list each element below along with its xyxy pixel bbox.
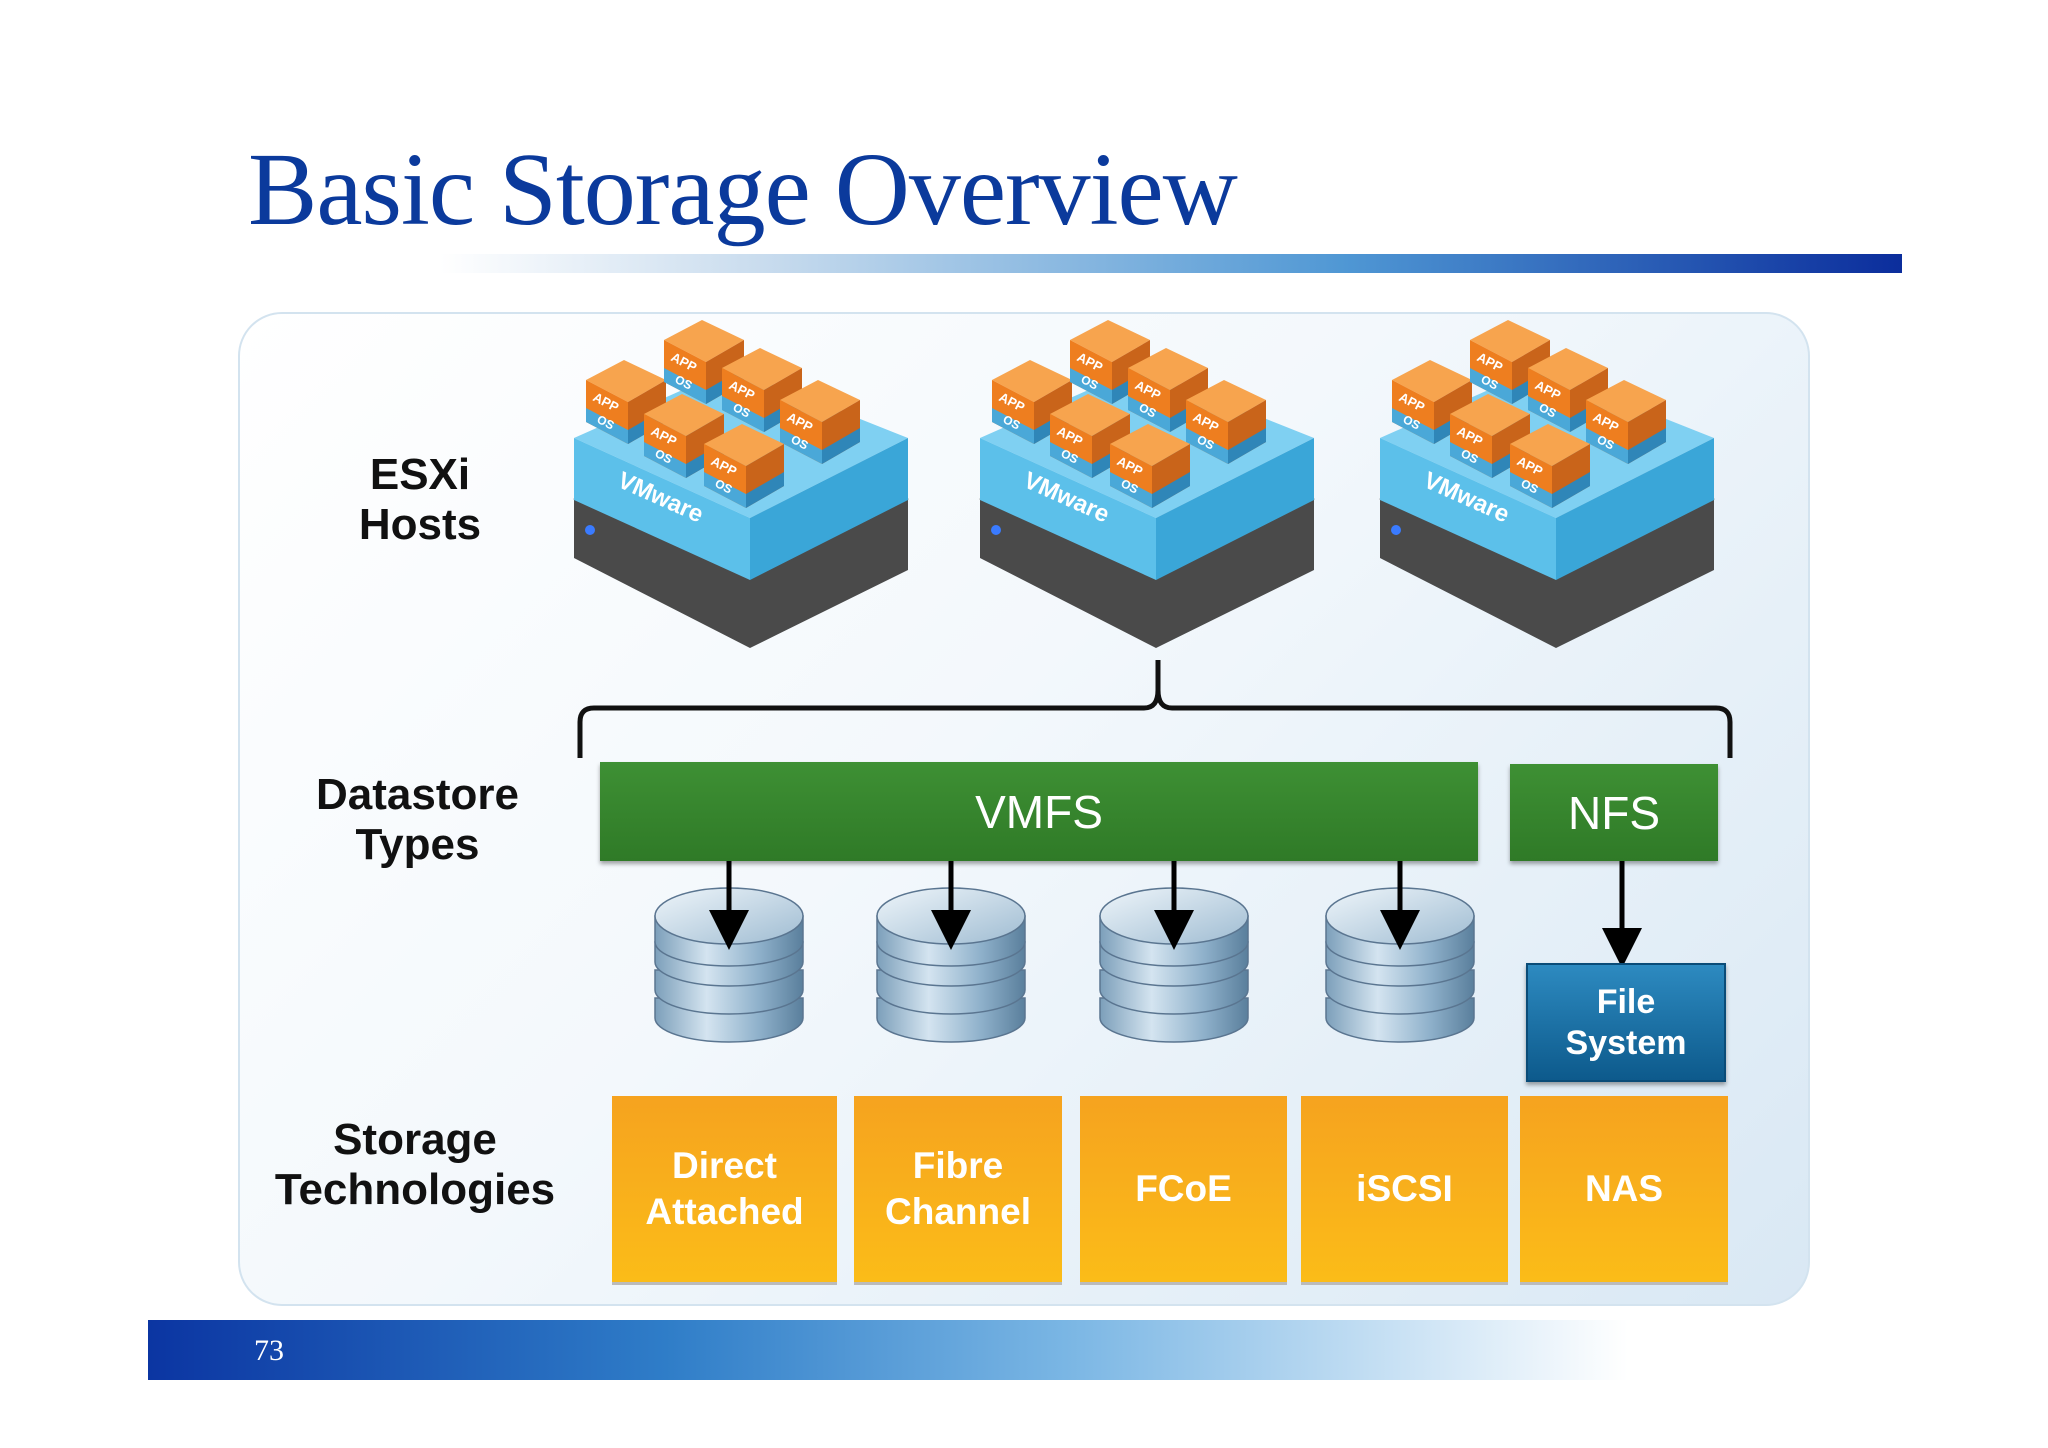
tech-direct-attached-line1: Direct	[672, 1145, 777, 1186]
datastore-label-line2: Types	[355, 820, 480, 869]
power-led-icon	[585, 525, 595, 535]
tech-fcoe: FCoE	[1080, 1096, 1287, 1285]
storage-label-line1: Storage	[333, 1115, 497, 1164]
disk-stack-icon	[876, 887, 1026, 1043]
server-chassis	[1380, 498, 1714, 648]
storage-label-line2: Technologies	[274, 1165, 556, 1214]
title-underline	[440, 254, 1902, 273]
file-system-box: File System	[1526, 963, 1726, 1082]
tech-nas: NAS	[1520, 1096, 1728, 1285]
footer-bar	[148, 1320, 1628, 1380]
tech-nas-line1: NAS	[1584, 1168, 1664, 1209]
datastore-label: Datastore Types	[290, 770, 545, 870]
tech-iscsi-line1: iSCSI	[1356, 1168, 1453, 1209]
datastore-label-line1: Datastore	[316, 770, 519, 819]
server-chassis	[574, 498, 908, 648]
hosts-label-line1: ESXi	[369, 450, 471, 499]
hosts-label-line2: Hosts	[358, 500, 482, 549]
tech-fibre-channel-line2: Channel	[885, 1191, 1031, 1232]
server-chassis	[980, 498, 1314, 648]
disk-stacks	[654, 887, 1475, 1043]
nfs-bar: NFS	[1510, 764, 1718, 861]
file-system-line1: File	[1596, 982, 1656, 1021]
slide-title: Basic Storage Overview	[248, 132, 1238, 247]
hosts-brace	[577, 660, 1733, 758]
file-system-line2: System	[1565, 1023, 1687, 1062]
vmfs-bar: VMFS	[600, 762, 1478, 861]
power-led-icon	[991, 525, 1001, 535]
page-number: 73	[254, 1334, 284, 1367]
tech-fibre-channel-line1: Fibre	[912, 1145, 1004, 1186]
tech-direct-attached-line2: Attached	[645, 1191, 804, 1232]
hosts-label: ESXi Hosts	[310, 450, 530, 550]
tech-direct-attached: Direct Attached	[612, 1096, 837, 1285]
storage-label: Storage Technologies	[250, 1115, 580, 1215]
tech-fcoe-line1: FCoE	[1135, 1168, 1232, 1209]
tech-iscsi: iSCSI	[1301, 1096, 1508, 1285]
power-led-icon	[1391, 525, 1401, 535]
tech-fibre-channel: Fibre Channel	[854, 1096, 1062, 1285]
